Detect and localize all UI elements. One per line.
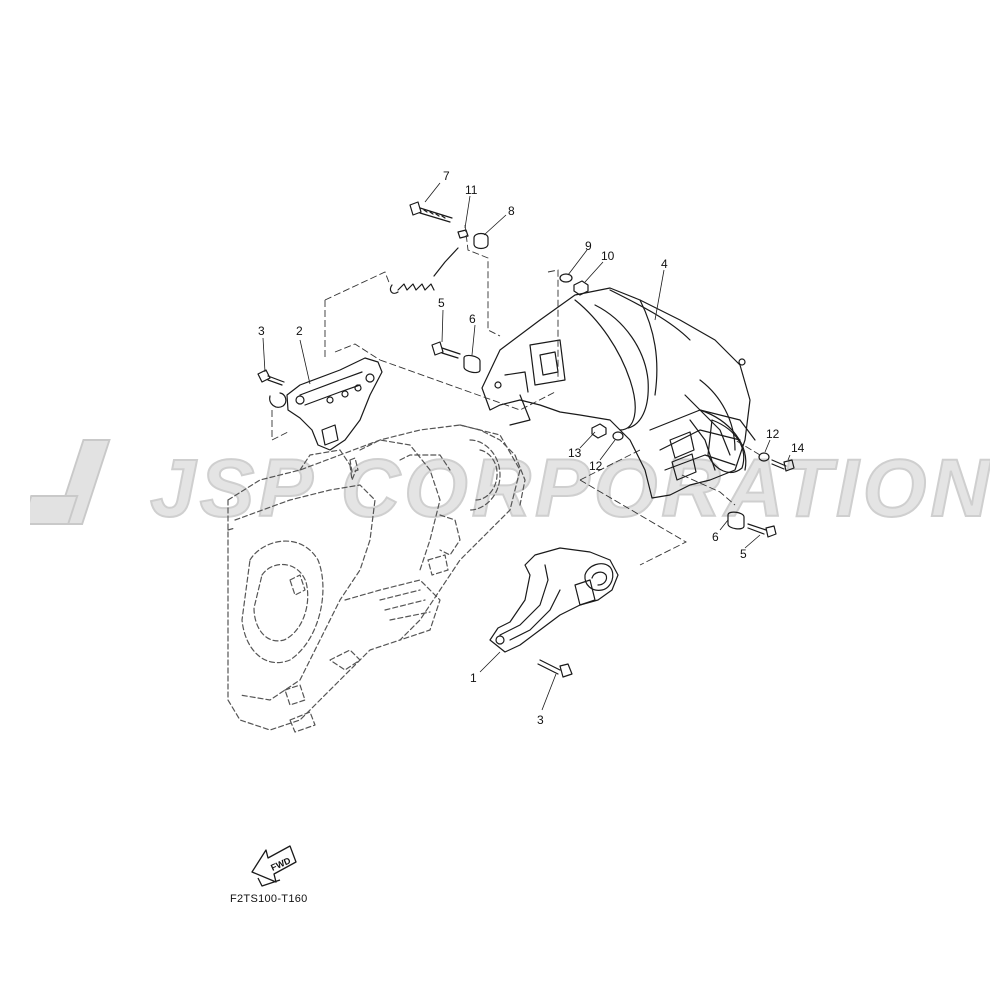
callout-2: 2 — [296, 324, 303, 338]
part-12-washer-right — [758, 452, 770, 462]
part-9-washer — [559, 273, 573, 283]
part-11-spring — [397, 283, 435, 291]
watermark-text: JSP CORPORATION — [150, 443, 990, 534]
callout-3-lower: 3 — [537, 713, 544, 727]
callout-6-upper: 6 — [469, 312, 476, 326]
callout-14: 14 — [791, 441, 805, 455]
part-6-collar-upper — [463, 354, 481, 374]
callout-5-lower: 5 — [740, 547, 747, 561]
part-14-bolt — [771, 459, 795, 472]
part-6-collar-lower — [727, 511, 745, 530]
engine-block-outline — [227, 424, 526, 733]
callout-7: 7 — [443, 169, 450, 183]
watermark: JSP CORPORATION — [30, 439, 990, 535]
part-3-bolt-lower — [537, 659, 573, 678]
callout-12-right: 12 — [766, 427, 780, 441]
callout-5-upper: 5 — [438, 296, 445, 310]
part-2-bracket — [269, 357, 383, 451]
part-5-bolt-upper — [431, 341, 461, 359]
part-8-collar — [473, 232, 489, 250]
part-3-bolt-upper — [257, 369, 285, 386]
figure-code: F2TS100-T160 — [230, 893, 308, 905]
part-12-washer-left — [612, 431, 624, 441]
part-4-housing — [481, 287, 756, 499]
callout-11: 11 — [465, 183, 478, 197]
callout-12-left: 12 — [589, 459, 603, 473]
part-13-nut — [591, 423, 607, 439]
callout-6-lower: 6 — [712, 530, 719, 544]
part-10-nut — [573, 280, 589, 296]
callout-4: 4 — [661, 257, 668, 271]
part-5-bolt-lower — [747, 523, 777, 538]
part-1-bracket — [489, 547, 619, 653]
callout-13: 13 — [568, 446, 582, 460]
part-7-bolt — [409, 201, 453, 223]
callout-9: 9 — [585, 239, 592, 253]
fwd-arrow — [251, 845, 297, 887]
callout-10: 10 — [601, 249, 615, 263]
callout-3-upper: 3 — [258, 324, 265, 338]
callout-1: 1 — [470, 671, 477, 685]
callout-8: 8 — [508, 204, 515, 218]
